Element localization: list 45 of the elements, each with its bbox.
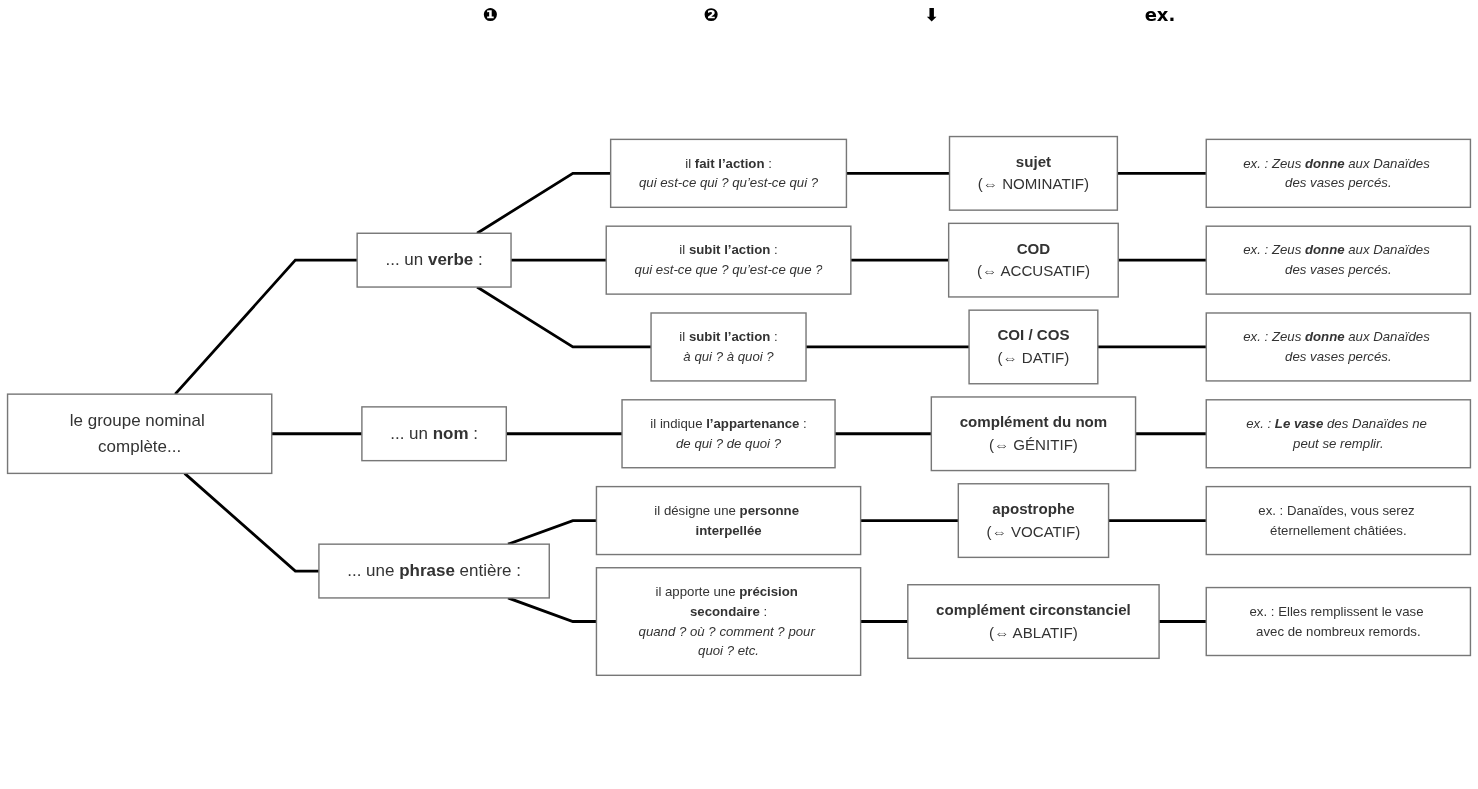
node-box: complément circonstanciel (⇔ ABLATIF) bbox=[907, 583, 1160, 659]
node-box: ex. : Zeus donne aux Danaïdes des vases percés. bbox=[1205, 225, 1472, 295]
node-box: ... un verbe : bbox=[356, 232, 512, 288]
connector bbox=[806, 345, 970, 348]
node-box: il subit l’action : à qui ? à quoi ? bbox=[650, 311, 807, 382]
connector bbox=[1108, 518, 1207, 522]
node-box: il apporte une précision secondaire : quand ? où ? comment ? pour quoi ? etc. bbox=[595, 566, 862, 676]
connector bbox=[860, 619, 908, 623]
connector bbox=[271, 431, 362, 435]
connector bbox=[850, 258, 949, 262]
connector bbox=[507, 596, 597, 623]
connector bbox=[1159, 619, 1207, 623]
column-marker: ❷ bbox=[703, 4, 719, 27]
connector bbox=[1118, 258, 1207, 262]
connector bbox=[174, 258, 358, 395]
node-box: complément du nom (⇔ GÉNITIF) bbox=[930, 395, 1137, 471]
connector bbox=[1097, 345, 1207, 348]
node-box: ex. : Zeus donne aux Danaïdes des vases percés. bbox=[1205, 311, 1472, 382]
connector bbox=[476, 285, 652, 348]
node-box: ex. : Danaïdes, vous serez éternellement châtiées. bbox=[1205, 485, 1472, 555]
node-box: COD (⇔ ACCUSATIF) bbox=[947, 222, 1119, 298]
node-box: il fait l’action : qui est-ce qui ? qu’est-ce qui ? bbox=[609, 138, 848, 208]
connector bbox=[183, 471, 319, 573]
node-box: ... un nom : bbox=[361, 405, 507, 461]
connector bbox=[511, 258, 607, 262]
connector bbox=[860, 518, 959, 522]
connector bbox=[846, 171, 950, 175]
node-box: sujet (⇔ NOMINATIF) bbox=[948, 135, 1119, 211]
connector bbox=[506, 431, 623, 435]
node-box: ex. : Elles remplissent le vase avec de nombreux remords. bbox=[1205, 586, 1472, 656]
node-box: ... une phrase entière : bbox=[318, 543, 550, 599]
column-marker: ex. bbox=[1144, 4, 1176, 27]
connector bbox=[1117, 171, 1207, 175]
connector bbox=[1135, 431, 1207, 435]
node-box: ex. : Le vase des Danaïdes ne peut se remplir. bbox=[1205, 398, 1472, 468]
node-box: il indique l’appartenance : de qui ? de quoi ? bbox=[621, 398, 836, 468]
node-box: il subit l’action : qui est-ce que ? qu’est-ce que ? bbox=[605, 225, 852, 295]
node-box: COI / COS (⇔ DATIF) bbox=[968, 309, 1099, 385]
node-box: apostrophe (⇔ VOCATIF) bbox=[957, 482, 1110, 558]
connector bbox=[835, 431, 932, 435]
column-marker: ⬇ bbox=[924, 4, 940, 27]
column-marker: ❶ bbox=[482, 4, 498, 27]
node-box: ex. : Zeus donne aux Danaïdes des vases percés. bbox=[1205, 138, 1472, 208]
node-box: il désigne une personne interpellée bbox=[595, 485, 862, 555]
node-box: le groupe nominal complète... bbox=[6, 393, 273, 474]
